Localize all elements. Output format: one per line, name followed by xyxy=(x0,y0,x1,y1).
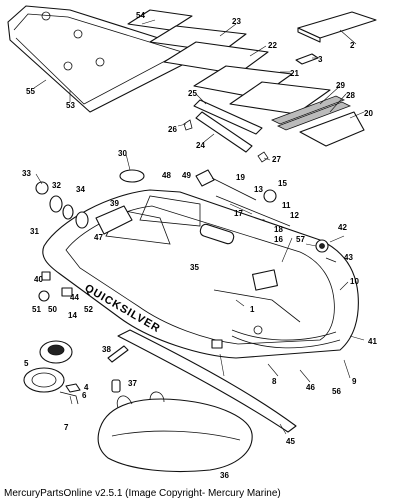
valve-assembly-part xyxy=(35,181,89,229)
callout-37: 37 xyxy=(128,379,137,388)
callout-50: 50 xyxy=(48,305,57,314)
repair-kit-part xyxy=(107,345,129,393)
callout-14: 14 xyxy=(68,311,77,320)
callout-7: 7 xyxy=(64,423,69,432)
callout-23: 23 xyxy=(232,17,241,26)
callout-22: 22 xyxy=(268,41,277,50)
copyright-footer: MercuryPartsOnline v2.5.1 (Image Copyrig… xyxy=(4,488,281,499)
callout-16: 16 xyxy=(274,235,283,244)
left-fittings-part xyxy=(38,271,73,302)
callout-31: 31 xyxy=(30,227,39,236)
oar-hardware-part xyxy=(195,169,291,237)
callout-27: 27 xyxy=(272,155,281,164)
callout-38: 38 xyxy=(102,345,111,354)
callout-6: 6 xyxy=(82,391,87,400)
callout-53: 53 xyxy=(66,101,75,110)
callout-10: 10 xyxy=(350,277,359,286)
callout-9: 9 xyxy=(352,377,357,386)
callout-51: 51 xyxy=(32,305,41,314)
callout-55: 55 xyxy=(26,87,35,96)
callout-46: 46 xyxy=(306,383,315,392)
keel-strip-part xyxy=(117,329,297,433)
callout-4: 4 xyxy=(84,383,89,392)
callout-56: 56 xyxy=(332,387,341,396)
callout-19: 19 xyxy=(236,173,245,182)
carry-bag-part xyxy=(97,391,253,473)
callout-48: 48 xyxy=(162,171,171,180)
handle-part xyxy=(119,169,145,183)
callout-49: 49 xyxy=(182,171,191,180)
callout-leaders xyxy=(33,19,365,435)
callout-21: 21 xyxy=(290,69,299,78)
callout-47: 47 xyxy=(94,233,103,242)
callout-32: 32 xyxy=(52,181,61,190)
callout-13: 13 xyxy=(254,185,263,194)
callout-34: 34 xyxy=(76,185,85,194)
callout-44: 44 xyxy=(70,293,79,302)
callout-20: 20 xyxy=(364,109,373,118)
callout-11: 11 xyxy=(282,201,291,210)
callout-2: 2 xyxy=(350,41,355,50)
inflatable-boat-hull: QUICKSILVER xyxy=(42,189,359,359)
callout-30: 30 xyxy=(118,149,127,158)
foot-pump-part xyxy=(23,340,81,405)
exploded-parts-diagram: QUICKSILVER xyxy=(7,5,377,480)
floor-boards-part xyxy=(127,9,331,115)
callout-8: 8 xyxy=(272,377,277,386)
oarlock-fitting-part xyxy=(315,239,337,263)
stringers-part xyxy=(271,95,365,147)
callout-45: 45 xyxy=(286,437,295,446)
callout-43: 43 xyxy=(344,253,353,262)
callout-35: 35 xyxy=(190,263,199,272)
callout-28: 28 xyxy=(346,91,355,100)
callout-52: 52 xyxy=(84,305,93,314)
callout-36: 36 xyxy=(220,471,229,480)
callout-18: 18 xyxy=(274,225,283,234)
callout-12: 12 xyxy=(290,211,299,220)
callout-54: 54 xyxy=(136,11,145,20)
callout-3: 3 xyxy=(318,55,323,64)
side-rail-part xyxy=(183,99,269,163)
callout-26: 26 xyxy=(168,125,177,134)
callout-15: 15 xyxy=(278,179,287,188)
callout-39: 39 xyxy=(110,199,119,208)
callout-29: 29 xyxy=(336,81,345,90)
callout-17: 17 xyxy=(234,209,243,218)
callout-42: 42 xyxy=(338,223,347,232)
callout-24: 24 xyxy=(196,141,205,150)
seat-part xyxy=(95,205,133,235)
callout-labels: 1 2 3 4 5 6 7 8 9 10 11 12 13 14 15 16 1… xyxy=(22,11,377,480)
callout-57: 57 xyxy=(296,235,305,244)
callout-33: 33 xyxy=(22,169,31,178)
callout-40: 40 xyxy=(34,275,43,284)
callout-1: 1 xyxy=(250,305,255,314)
seat-board-part xyxy=(295,11,377,65)
callout-5: 5 xyxy=(24,359,29,368)
callout-25: 25 xyxy=(188,89,197,98)
callout-41: 41 xyxy=(368,337,377,346)
